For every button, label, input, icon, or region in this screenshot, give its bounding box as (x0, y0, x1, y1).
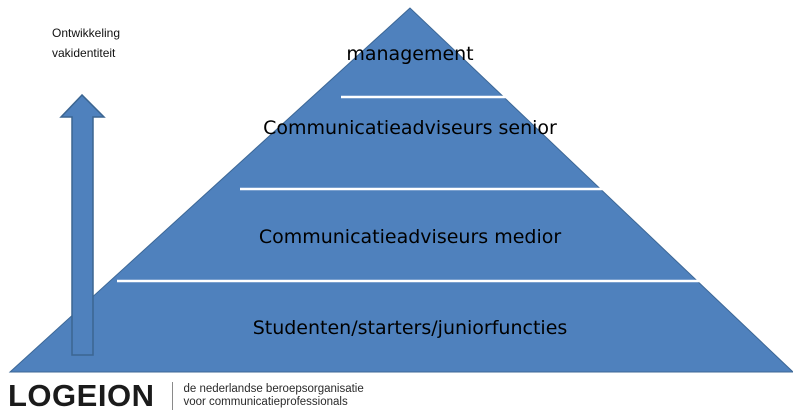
logo-tagline: de nederlandse beroepsorganisatie voor c… (183, 383, 363, 409)
tier-label-senior: Communicatieadviseurs senior (263, 117, 557, 139)
tier-label-medior: Communicatieadviseurs medior (258, 226, 562, 248)
arrow-label-line-1: Ontwikkeling (52, 26, 121, 40)
tier-label-junior: Studenten/starters/juniorfuncties (252, 317, 568, 339)
arrow-label-line-2: vakidentiteit (52, 46, 116, 60)
logo-wordmark: LOGEION (8, 378, 155, 413)
up-arrow-icon (59, 93, 106, 356)
logo-tagline-line-1: de nederlandse beroepsorganisatie (183, 383, 364, 395)
tier-label-management: management (346, 43, 474, 65)
logo-tagline-line-2: voor communicatieprofessionals (183, 396, 348, 408)
logeion-logo: LOGEION de nederlandse beroepsorganisati… (8, 376, 364, 416)
arrow-label: Ontwikkeling vakidentiteit (52, 23, 162, 63)
logo-divider (172, 382, 174, 410)
